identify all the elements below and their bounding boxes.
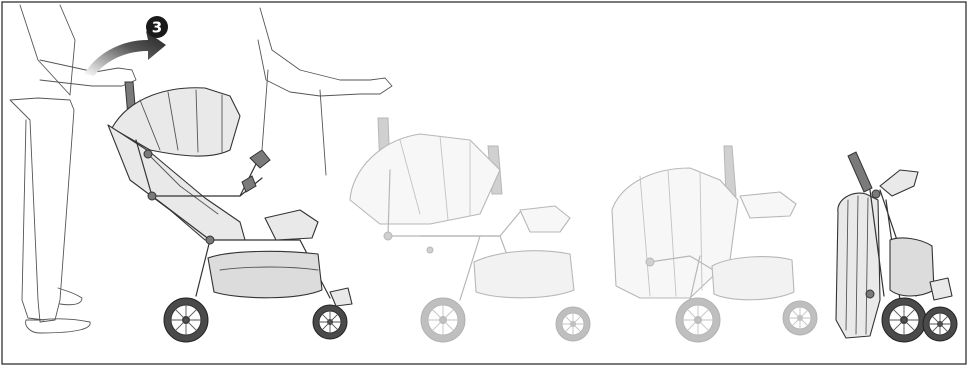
person-figure-2 xyxy=(258,8,392,175)
stroller-stage-3 xyxy=(612,146,817,342)
step-marker: 3 xyxy=(84,16,168,76)
stroller-stage-1 xyxy=(108,82,352,342)
stroller-stage-2 xyxy=(350,118,590,342)
step-number: 3 xyxy=(152,19,162,37)
stroller-stage-4 xyxy=(836,152,957,342)
